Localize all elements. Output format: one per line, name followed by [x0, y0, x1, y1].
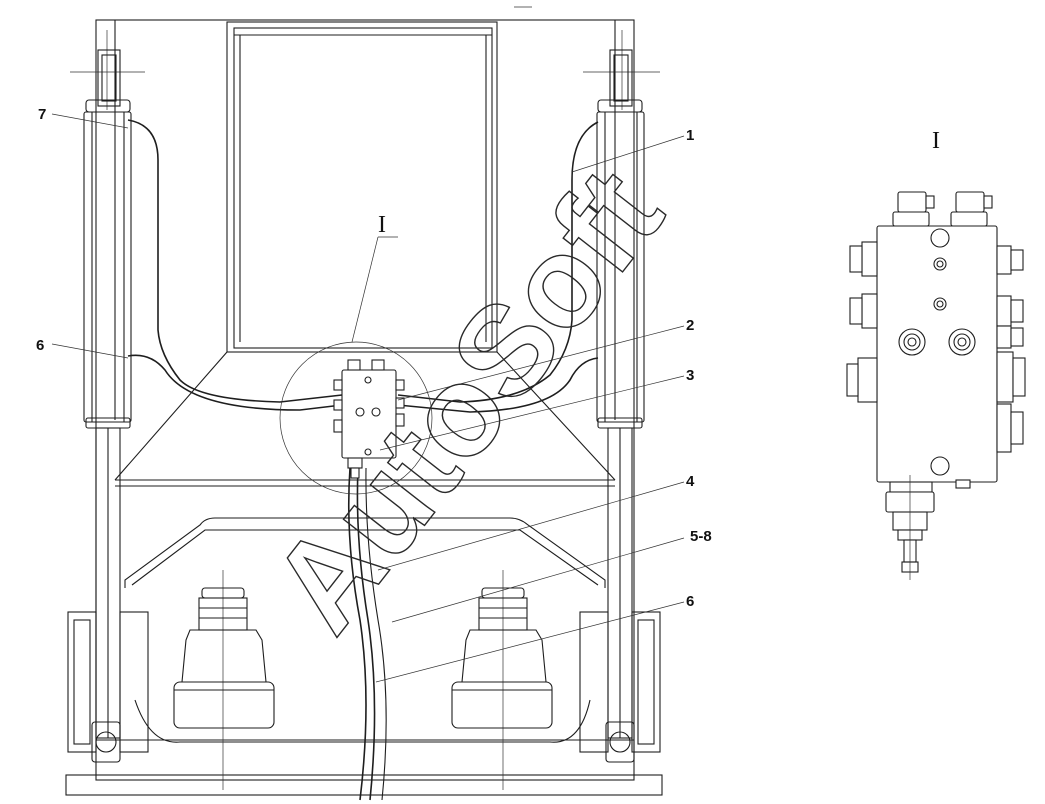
callout-1: 1 [686, 127, 694, 144]
right-hydraulic-cylinder [596, 49, 645, 739]
callout-4: 4 [686, 473, 695, 490]
callout-3: 3 [686, 367, 694, 384]
detail-view-I [846, 191, 1026, 580]
detail-title-I: I [932, 128, 940, 154]
watermark: AutoSoft [244, 143, 689, 657]
left-hydraulic-cylinder [83, 49, 132, 739]
base-plate [65, 774, 663, 796]
right-motor [451, 587, 553, 729]
left-bracket [67, 611, 149, 763]
callout-6-right: 6 [686, 593, 694, 610]
callout-6-left: 6 [36, 337, 44, 354]
left-motor [173, 587, 275, 729]
leader-lines [51, 113, 685, 683]
frame-outline [95, 19, 635, 781]
callout-2: 2 [686, 317, 694, 334]
callout-7: 7 [38, 106, 46, 123]
main-assembly [65, 19, 663, 796]
valve-block-main-view [279, 236, 433, 495]
callout-5-8: 5-8 [690, 528, 712, 545]
view-marker-I: I [378, 212, 386, 238]
detail-circle [279, 341, 433, 495]
hydraulic-hoses [127, 119, 599, 801]
